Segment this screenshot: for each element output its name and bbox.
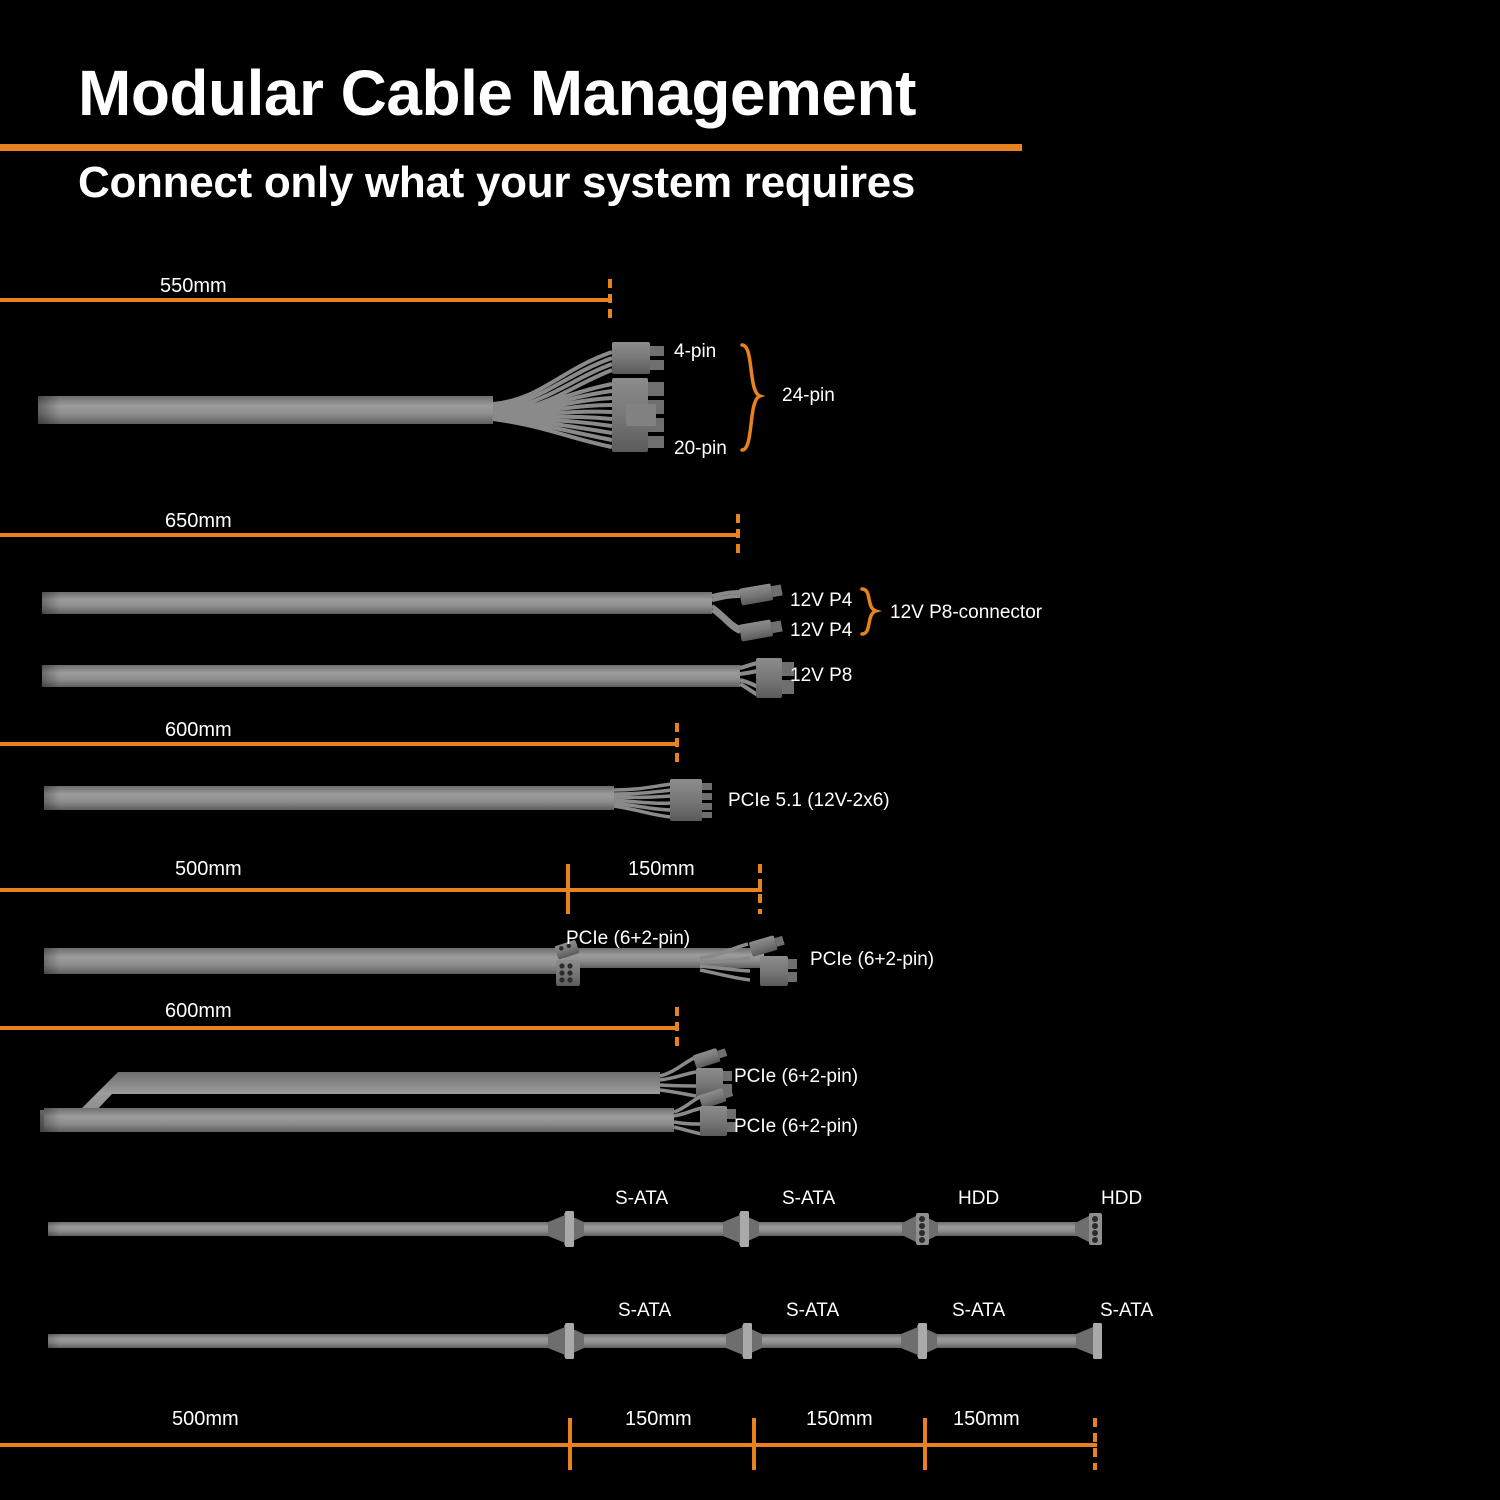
dim-tick [923,1418,927,1470]
label-hdd-1: HDD [958,1188,1000,1209]
dim-line [0,1443,1097,1447]
label-sata-2: S-ATA [782,1188,836,1209]
cable-sata-hdd [48,1211,1102,1247]
cable-atx-24pin [38,342,664,452]
brace-24pin [740,343,766,452]
dim-line [0,888,762,892]
dim-line [0,742,679,746]
label-sata-q2: S-ATA [786,1300,840,1321]
dim-label-500mm: 500mm [175,858,242,880]
dim-label-bottom-150mm-1: 150mm [625,1408,692,1430]
label-pcie-6plus2-lower: PCIe (6+2-pin) [734,1116,859,1137]
dim-line [0,533,740,537]
dim-tick [752,1418,756,1470]
dim-line [0,298,610,302]
cable-eps-12v [42,583,794,698]
dim-tick [675,723,679,767]
cable-pcie-dual [40,1048,736,1136]
dim-label-bottom-150mm-3: 150mm [953,1408,1020,1430]
dim-tick [566,864,570,914]
label-12v-p8: 12V P8 [790,665,853,686]
label-12v-p4-first: 12V P4 [790,590,853,611]
label-12v-p8-connector-brace: 12V P8-connector [890,602,1043,623]
label-20-pin: 20-pin [674,438,727,459]
label-sata-q3: S-ATA [952,1300,1006,1321]
dim-tick [758,864,762,914]
brace-12v-p8 [860,587,883,636]
dim-tick [736,514,740,558]
dim-label-550mm: 550mm [160,275,227,297]
label-24-pin-brace: 24-pin [782,385,835,406]
cable-pcie-51 [44,779,712,821]
label-pcie-6plus2-mid: PCIe (6+2-pin) [566,928,691,949]
dim-label-bottom-500mm: 500mm [172,1408,239,1430]
dim-line [0,1026,679,1030]
page-title: Modular Cable Management [78,57,916,129]
title-underline-rule [0,144,1022,151]
dim-tick [1093,1418,1097,1470]
dim-tick [568,1418,572,1470]
dim-label-600mm: 600mm [165,719,232,741]
dim-label-150mm: 150mm [628,858,695,880]
label-sata-q1: S-ATA [618,1300,672,1321]
label-sata-q4: S-ATA [1100,1300,1154,1321]
label-4-pin: 4-pin [674,341,717,362]
header: Modular Cable Management Connect only wh… [0,0,1500,240]
label-pcie-6plus2-end: PCIe (6+2-pin) [810,949,935,970]
dim-tick [608,279,612,323]
label-hdd-2: HDD [1101,1188,1143,1209]
page-subtitle: Connect only what your system requires [78,158,916,207]
dim-label-650mm: 650mm [165,510,232,532]
label-pcie-6plus2-upper: PCIe (6+2-pin) [734,1066,859,1087]
label-12v-p4-second: 12V P4 [790,620,853,641]
cable-sata-quad [48,1323,1102,1359]
label-sata-1: S-ATA [615,1188,669,1209]
label-pcie-51: PCIe 5.1 (12V-2x6) [728,790,890,811]
dim-label-bottom-150mm-2: 150mm [806,1408,873,1430]
dim-tick [675,1007,679,1051]
dim-label-600mm: 600mm [165,1000,232,1022]
